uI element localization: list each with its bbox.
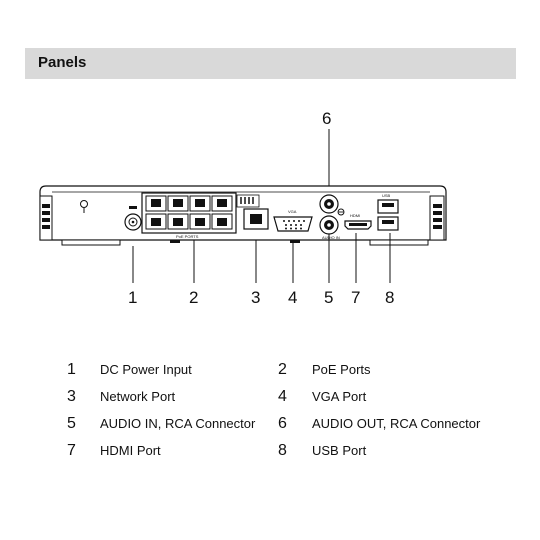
callout-5: 5 [324,288,333,307]
poe-port [145,213,167,230]
callout-8: 8 [385,288,394,307]
section-header-bar: Panels [25,48,516,79]
poe-ports: PoE PORTS [141,192,237,239]
legend-num: 4 [278,388,287,405]
network-port [236,194,269,230]
audio-out-rca [319,194,339,214]
legend-label: AUDIO OUT, RCA Connector [312,416,481,431]
legend-label: DC Power Input [100,362,192,377]
legend-label: HDMI Port [100,443,161,458]
legend-label: Network Port [100,389,176,404]
legend-num: 7 [67,442,76,459]
poe-port [211,195,233,212]
usb-label: USB [382,193,391,198]
poe-port [145,195,167,212]
poe-port [167,195,189,212]
legend-num: 3 [67,388,76,405]
usb-ports: USB [377,193,399,231]
poe-port [211,213,233,230]
hdmi-label: HDMI [350,213,360,218]
callout-1: 1 [128,288,137,307]
legend-num: 1 [67,361,76,378]
poe-port [189,213,211,230]
callout-4: 4 [288,288,297,307]
legend-label: USB Port [312,443,367,458]
callout-7: 7 [351,288,360,307]
legend-label: AUDIO IN, RCA Connector [100,416,256,431]
callout-3: 3 [251,288,260,307]
legend-label: VGA Port [312,389,367,404]
legend-num: 5 [67,415,76,432]
vga-label: VGA [288,209,297,214]
hdmi-port: HDMI [344,213,372,230]
legend-label: PoE Ports [312,362,371,377]
legend-num: 6 [278,415,287,432]
vga-port: VGA [273,209,313,232]
legend-num: 2 [278,361,287,378]
poe-port [167,213,189,230]
section-title: Panels [38,54,87,71]
audio-in-label: AUDIO IN [322,235,340,240]
nvr-rear-panel-figure: 6 [39,109,447,307]
callout-2: 2 [189,288,198,307]
audio-out-icon [337,208,345,216]
ground-screw-icon [80,200,88,213]
poe-port [189,195,211,212]
poe-ports-label: PoE PORTS [176,234,199,239]
audio-in-rca: AUDIO IN [319,215,340,240]
callout-6: 6 [322,109,331,128]
legend-num: 8 [278,442,287,459]
dc-power-input [124,206,142,231]
